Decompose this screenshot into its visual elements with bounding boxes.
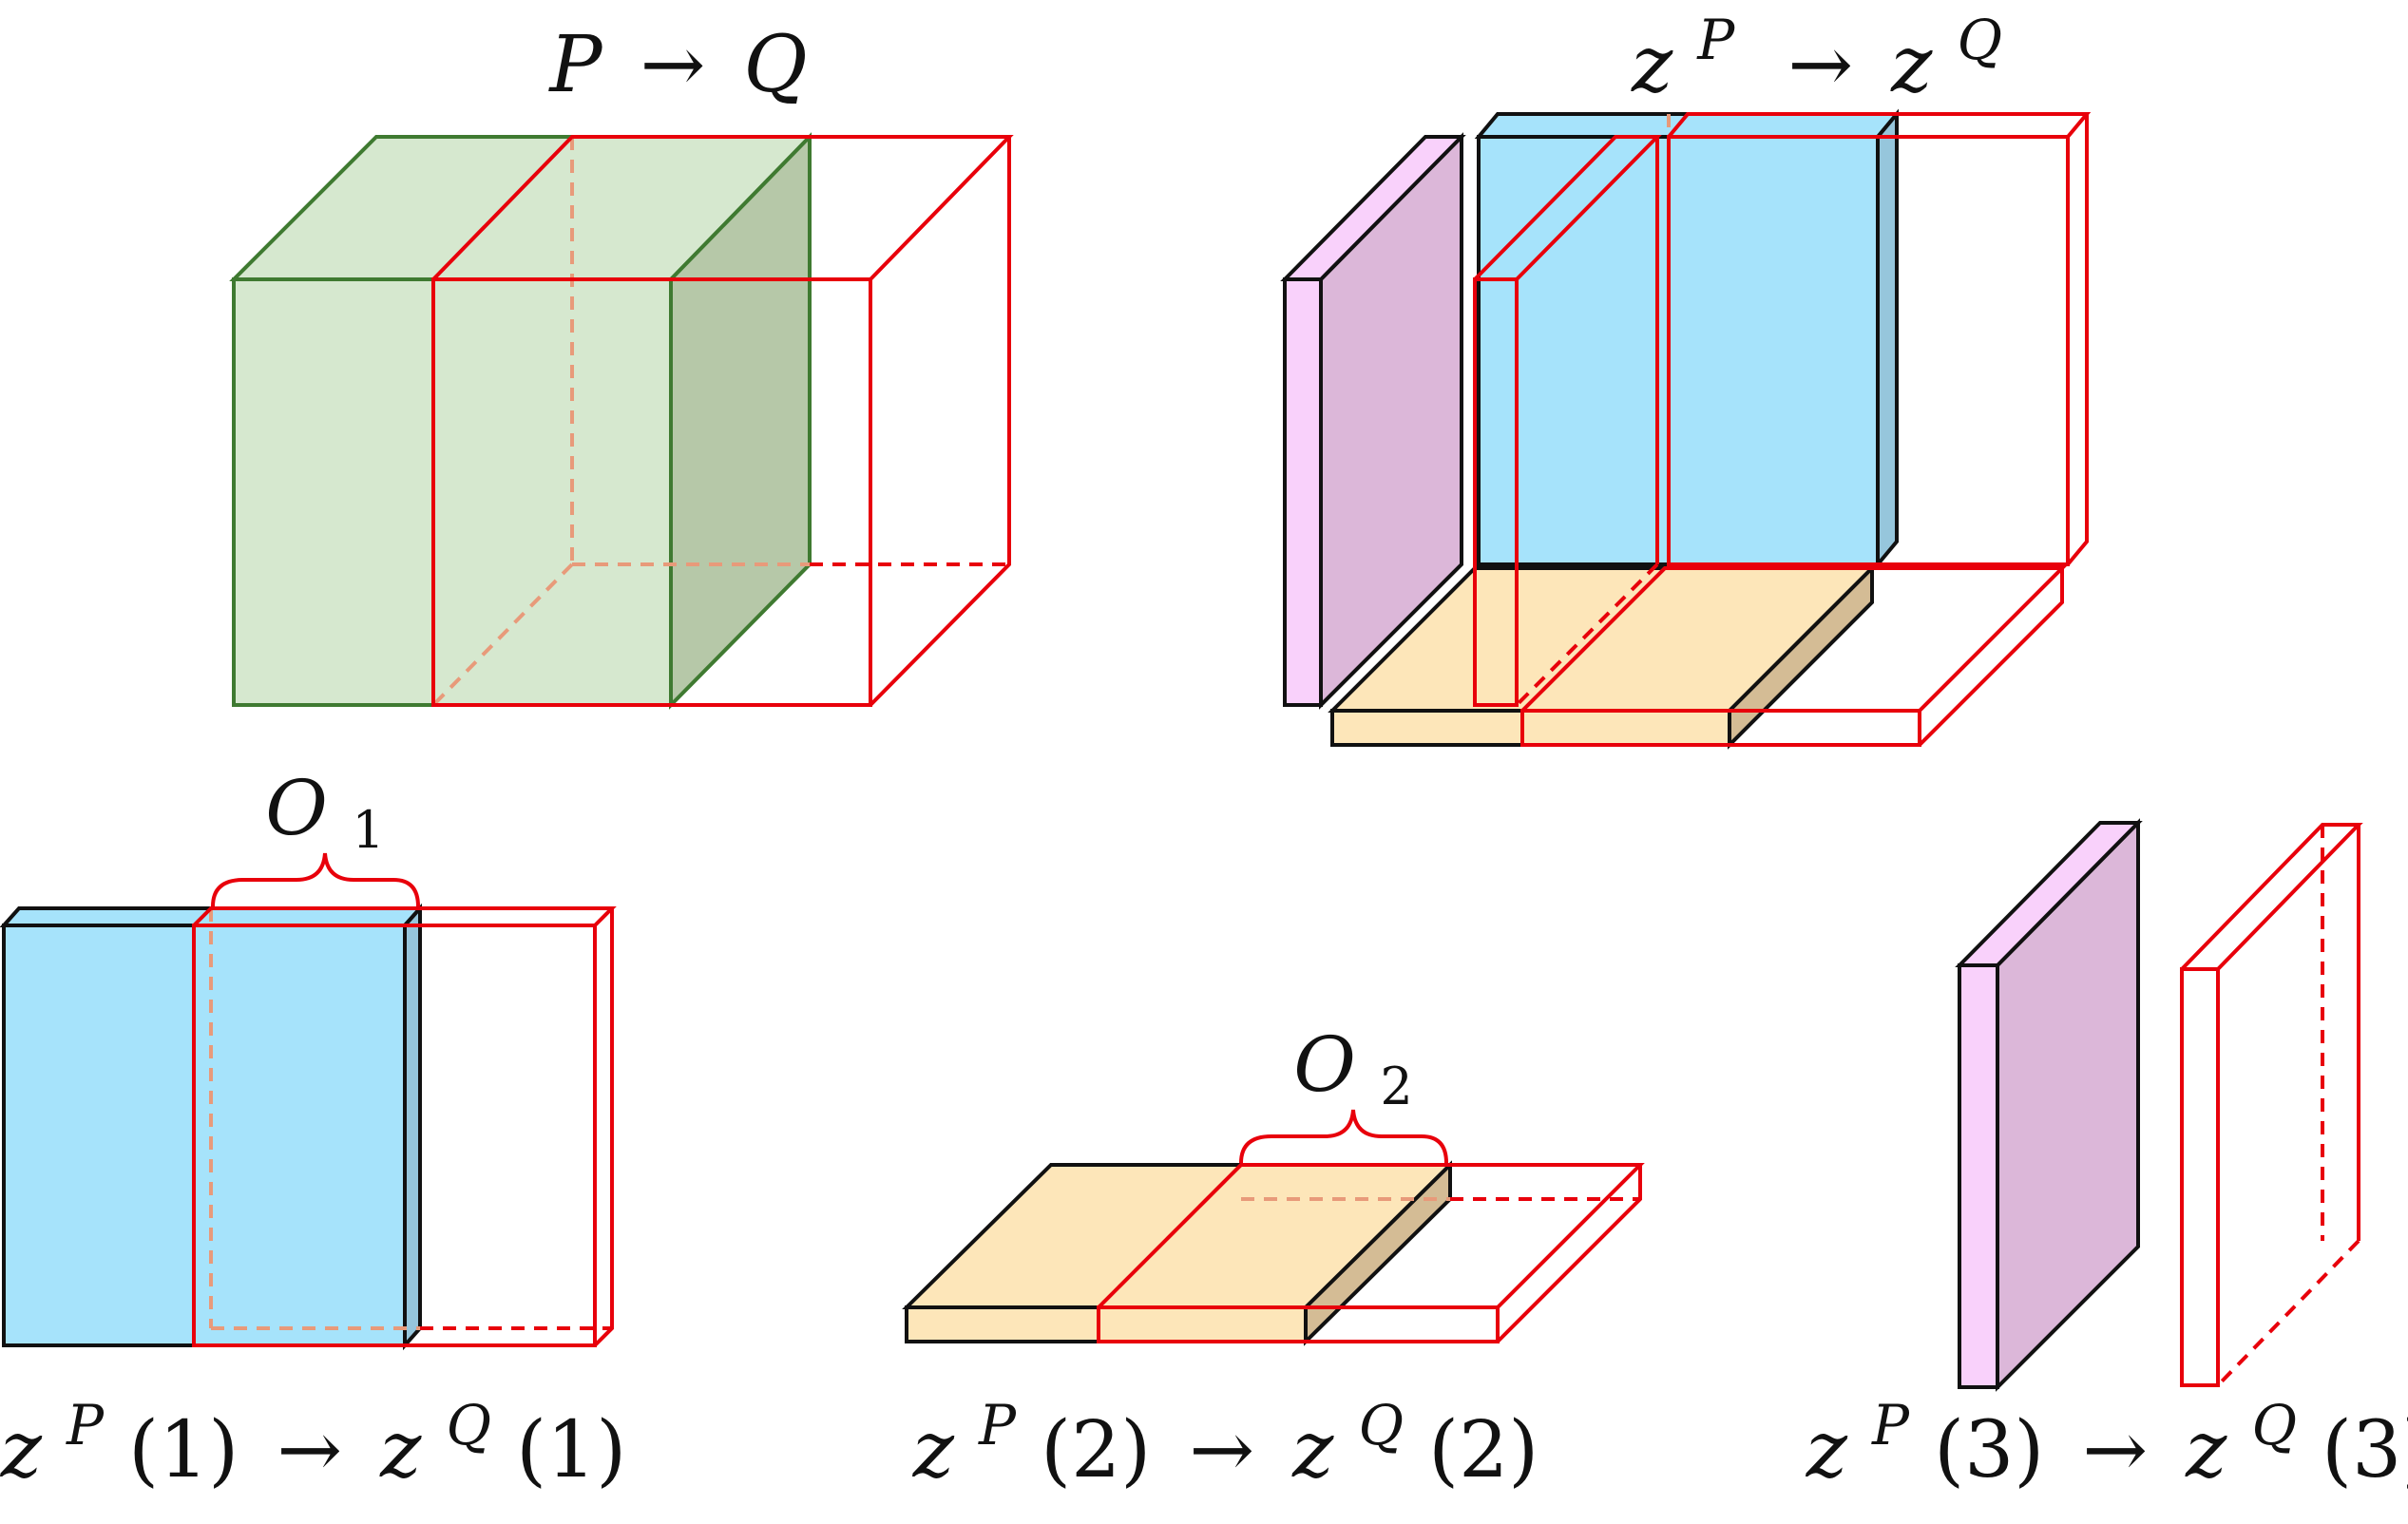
purple-slab-3 [1955, 818, 2143, 1392]
red-purple-outline-top [1473, 135, 1662, 281]
red-purple-hidden-edge [1515, 562, 1659, 707]
component-3 [1955, 818, 2363, 1392]
red-outline-3-front [2180, 967, 2220, 1387]
red-outline-1-front [192, 924, 597, 1347]
component-2 [902, 1109, 1645, 1346]
red-cube-side-edge [869, 137, 1011, 707]
blue-slab-1-side-face [403, 903, 422, 1351]
red-cube-front-face [431, 277, 872, 707]
red-orange-outline-side [1918, 568, 2064, 747]
red-outline-2 [1097, 1163, 1645, 1343]
label-p-to-q: P → Q [547, 20, 807, 110]
red-purple-slab-outline [1473, 135, 1662, 707]
red-cube-q [431, 135, 1014, 707]
label-overlap-1: O 1 [265, 764, 384, 860]
red-cube-hidden-edge [431, 562, 574, 707]
orange-slab-2-front-face [905, 1305, 1308, 1343]
red-outline-3-hidden-edge [2216, 1239, 2360, 1387]
purple-slab-side-face [1283, 277, 1323, 707]
blue-slab-1 [0, 903, 425, 1351]
blue-slab-front-face [1477, 135, 1880, 566]
orange-slab-front-face [1330, 709, 1731, 747]
blue-slab-side-face [1876, 108, 1899, 570]
red-outline-3-top [2180, 823, 2363, 971]
component-1 [0, 852, 617, 1351]
red-orange-outline-top [1520, 566, 2067, 713]
red-outline-1-top [192, 906, 617, 927]
blue-slab [1474, 108, 1902, 570]
cube-p-to-q [229, 132, 1014, 710]
slabs-zp-to-zq [1280, 108, 2092, 750]
red-blue-outline-side [2066, 114, 2089, 566]
green-cube-p [229, 132, 814, 710]
red-outline-2-side [1496, 1165, 1642, 1343]
red-orange-slab-outline [1520, 566, 2067, 747]
label-zp-to-zq: z P → z Q [1631, 0, 2002, 110]
red-outline-2-front [1097, 1305, 1500, 1343]
red-outline-1 [192, 906, 617, 1347]
red-cube-top-edge [431, 135, 1014, 281]
red-blue-outline-front [1667, 135, 2070, 566]
blue-slab-1-front-face [2, 924, 407, 1347]
purple-slab-3-side-face [1958, 963, 1999, 1389]
overlap-brace-1 [211, 852, 420, 907]
label-component-3: z P (3) → z Q (3) [1806, 1373, 2408, 1495]
red-blue-slab-outline [1667, 112, 2092, 566]
label-component-1: z P (1) → z Q (1) [0, 1373, 626, 1495]
label-component-2: z P (2) → z Q (2) [912, 1373, 1539, 1495]
red-outline-1-side [593, 908, 614, 1347]
overlap-brace-2 [1239, 1109, 1448, 1164]
blue-slab-top-face [1474, 112, 1902, 139]
red-outline-slabs [1473, 112, 2092, 747]
red-orange-outline-front [1520, 709, 1921, 747]
green-cube-front-face [232, 277, 673, 707]
orange-slab-2-top-face [902, 1163, 1455, 1309]
red-blue-outline-edge [1667, 112, 2092, 139]
label-overlap-2: O 2 [1293, 1020, 1412, 1116]
red-outline-2-top [1097, 1163, 1645, 1309]
orange-slab-2 [902, 1160, 1455, 1346]
purple-slab [1280, 132, 1466, 710]
red-outline-3 [2180, 823, 2363, 1387]
